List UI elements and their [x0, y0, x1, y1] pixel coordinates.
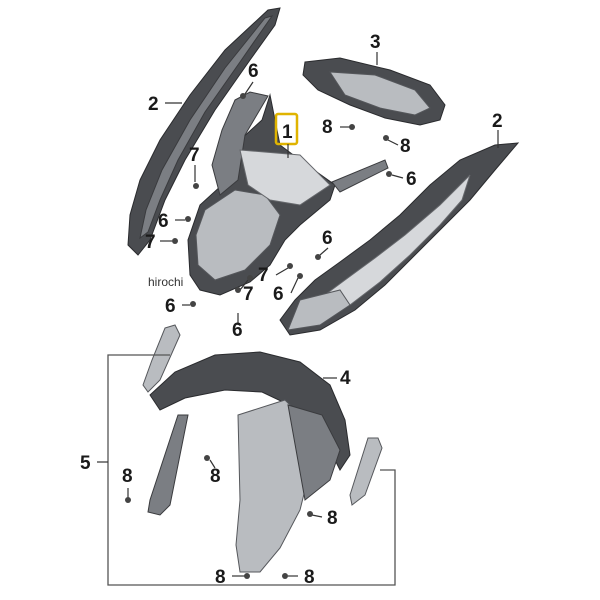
callout-7d: 7 [258, 265, 269, 286]
part-1-front-fairing [187, 91, 389, 296]
callout-8g: 8 [304, 567, 315, 588]
callout-4: 4 [340, 368, 351, 389]
part-3-trim [302, 57, 446, 126]
part-2-left-panel [127, 7, 281, 256]
callout-8e: 8 [327, 508, 338, 529]
part-2-right-panel [279, 142, 520, 336]
callout-8b: 8 [400, 136, 411, 157]
highlight-box [274, 112, 299, 146]
part-4-front-fender [149, 351, 351, 573]
callout-7c: 7 [243, 284, 254, 305]
leader-lines [97, 52, 499, 577]
callout-7b: 7 [145, 232, 156, 253]
callout-6a: 6 [248, 61, 259, 82]
callout-6f: 6 [322, 228, 333, 249]
callout-6d: 6 [232, 320, 243, 341]
callout-8d: 8 [210, 466, 221, 487]
callout-6e: 6 [273, 284, 284, 305]
part-5-group-bracket [107, 354, 396, 586]
callout-6b: 6 [158, 211, 169, 232]
callout-8f: 8 [215, 567, 226, 588]
callout-8c: 8 [122, 466, 133, 487]
callout-2-left: 2 [148, 94, 159, 115]
callout-labels: 1 2 2 3 4 5 6 6 6 6 6 6 6 7 7 7 7 8 8 8 … [80, 32, 503, 588]
watermark: hirochi [148, 275, 183, 289]
callout-2-right: 2 [492, 111, 503, 132]
callout-1: 1 [282, 122, 293, 143]
callout-6g: 6 [406, 169, 417, 190]
callout-7a: 7 [189, 145, 200, 166]
callout-8a: 8 [322, 117, 333, 138]
fasteners [125, 93, 392, 579]
callout-6c: 6 [165, 296, 176, 317]
callout-5: 5 [80, 453, 91, 474]
part-5-brackets [142, 324, 383, 516]
callout-3: 3 [370, 32, 381, 53]
